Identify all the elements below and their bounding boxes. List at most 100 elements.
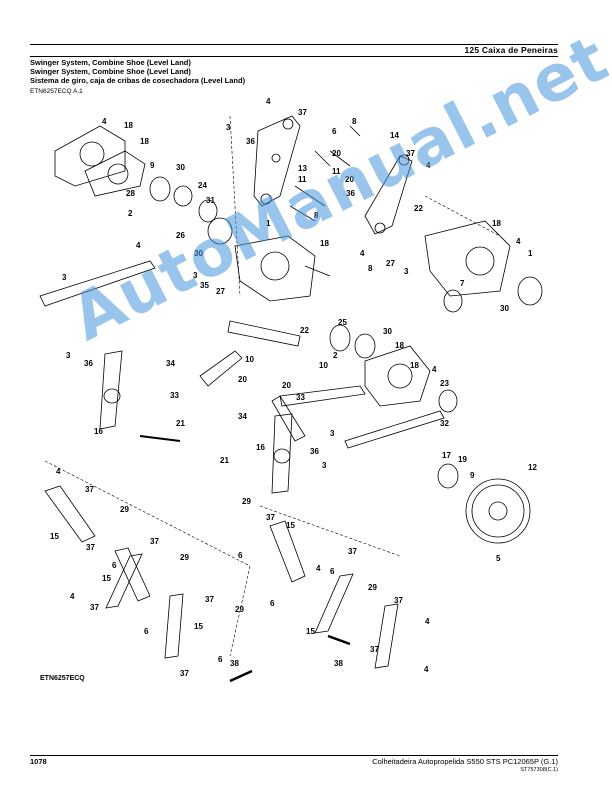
title-line-1: Swinger System, Combine Shoe (Level Land… <box>30 58 191 67</box>
callout-4e: 4 <box>516 237 521 246</box>
callout-22: 22 <box>414 204 423 213</box>
callout-8b: 8 <box>314 211 319 220</box>
callout-30c: 30 <box>500 304 509 313</box>
callout-20c: 20 <box>238 375 247 384</box>
callout-37g: 37 <box>205 595 214 604</box>
header-top-rule <box>30 44 558 45</box>
callout-6c: 6 <box>144 627 149 636</box>
link-15-c <box>164 593 184 659</box>
figure-label: ETN6257ECQ <box>40 675 85 682</box>
callout-4c: 4 <box>426 161 431 170</box>
callout-27: 27 <box>386 259 395 268</box>
callout-38: 38 <box>230 659 239 668</box>
callout-24: 24 <box>198 181 207 190</box>
callout-32: 32 <box>440 419 449 428</box>
callout-37l: 37 <box>370 645 379 654</box>
exploded-parts-diagram: 4 18 18 9 30 24 31 28 2 26 30 4 37 3 36 … <box>30 96 582 696</box>
callout-3: 3 <box>226 123 231 132</box>
callout-35: 35 <box>200 281 209 290</box>
callout-16: 16 <box>94 427 103 436</box>
callout-38b: 38 <box>334 659 343 668</box>
callout-2: 2 <box>128 209 133 218</box>
page-number: 1078 <box>30 757 47 766</box>
rocker-arm-13 <box>253 115 301 207</box>
link-15-b <box>114 547 151 602</box>
callout-36c: 36 <box>84 359 93 368</box>
callout-29d: 29 <box>242 497 251 506</box>
callout-36b: 36 <box>346 189 355 198</box>
callout-5: 5 <box>496 554 501 563</box>
link-15-d <box>269 520 306 583</box>
parts-drawing: 4 18 18 9 30 24 31 28 2 26 30 4 37 3 36 … <box>39 97 543 683</box>
callout-8: 8 <box>352 117 357 126</box>
bearing-plate-left <box>54 125 126 187</box>
pin-38-left <box>229 669 253 683</box>
callout-4l: 4 <box>424 665 429 674</box>
callout-20d: 20 <box>282 381 291 390</box>
callout-1b: 1 <box>528 249 533 258</box>
callout-15: 15 <box>50 532 59 541</box>
callout-18f: 18 <box>410 361 419 370</box>
link-15-a <box>44 485 96 543</box>
callout-16b: 16 <box>256 443 265 452</box>
callout-15c: 15 <box>194 622 203 631</box>
callout-37d: 37 <box>86 543 95 552</box>
doc-code: ST757308(C.1) <box>520 767 558 773</box>
callout-33b: 33 <box>296 393 305 402</box>
illustration-code: ETN6257ECQ A.1 <box>30 88 83 95</box>
header-sub-rule <box>30 56 558 57</box>
callout-4d: 4 <box>360 249 365 258</box>
callout-3c: 3 <box>62 273 67 282</box>
callout-4b: 4 <box>266 97 271 106</box>
callout-6d: 6 <box>218 655 223 664</box>
callout-4k: 4 <box>425 617 430 626</box>
mount-plate-18-lower <box>364 345 431 407</box>
callout-12: 12 <box>528 463 537 472</box>
hub-17 <box>437 463 459 489</box>
strap-left <box>39 260 156 307</box>
callout-30d: 30 <box>383 327 392 336</box>
callout-4f: 4 <box>136 241 141 250</box>
callout-19: 19 <box>458 455 467 464</box>
callout-9: 9 <box>150 161 155 170</box>
callout-28: 28 <box>126 189 135 198</box>
callout-3e: 3 <box>66 351 71 360</box>
callout-37h: 37 <box>180 669 189 678</box>
callout-22b: 22 <box>300 326 309 335</box>
link-22 <box>227 320 301 347</box>
callout-4i: 4 <box>70 592 75 601</box>
callout-11b: 11 <box>332 167 341 176</box>
callout-34: 34 <box>166 359 175 368</box>
callout-18: 18 <box>124 121 133 130</box>
callout-37c: 37 <box>85 485 94 494</box>
callout-3b: 3 <box>404 267 409 276</box>
footer-rule <box>30 755 558 756</box>
bearing-30 <box>149 176 171 202</box>
callout-15e: 15 <box>306 627 315 636</box>
callout-6: 6 <box>332 127 337 136</box>
bearing-25 <box>329 324 351 352</box>
callout-3d: 3 <box>193 271 198 280</box>
callout-27b: 27 <box>216 287 225 296</box>
callout-30: 30 <box>176 163 185 172</box>
callout-29: 29 <box>120 505 129 514</box>
callout-25: 25 <box>338 318 347 327</box>
mount-plate-18 <box>234 235 316 302</box>
callout-6e: 6 <box>238 551 243 560</box>
callout-10: 10 <box>245 355 254 364</box>
bearing-26 <box>207 217 233 245</box>
arm-33 <box>279 385 366 407</box>
callout-29c: 29 <box>235 605 244 614</box>
section-title: 125 Caixa de Peneiras <box>464 45 558 55</box>
flywheel-12 <box>465 478 531 544</box>
callout-3g: 3 <box>322 461 327 470</box>
callout-11: 11 <box>298 175 307 184</box>
publication-info: Colheitadeira Autopropelida S550 STS PC1… <box>372 757 558 766</box>
callout-18b: 18 <box>140 137 149 146</box>
callout-23: 23 <box>440 379 449 388</box>
link-6 <box>314 573 354 634</box>
callout-20: 20 <box>332 149 341 158</box>
title-line-2: Swinger System, Combine Shoe (Level Land… <box>30 67 191 76</box>
callout-36: 36 <box>246 137 255 146</box>
callout-31: 31 <box>206 196 215 205</box>
